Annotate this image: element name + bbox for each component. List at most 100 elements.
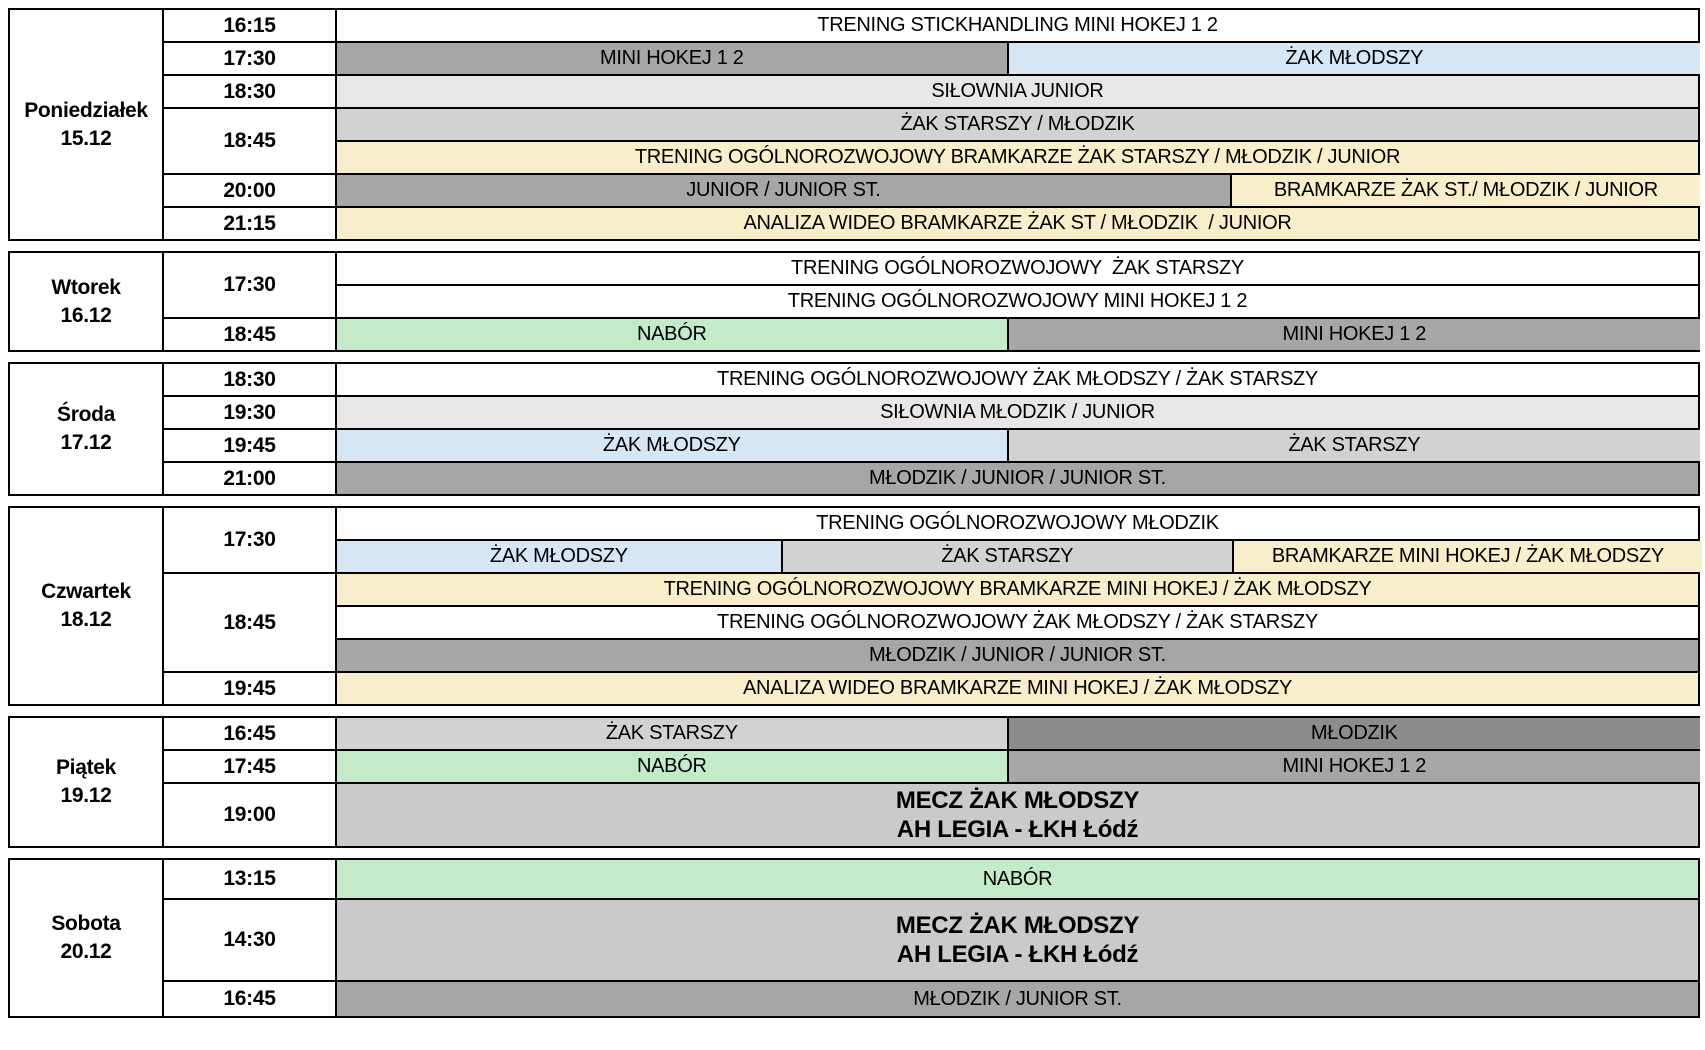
activity-text: ŻAK STARSZY bbox=[605, 722, 738, 744]
activity-row: TRENING OGÓLNOROZWOJOWY BRAMKARZE MINI H… bbox=[337, 574, 1698, 607]
time-label: 16:45 bbox=[164, 718, 337, 749]
activity-cell: ŻAK STARSZY bbox=[337, 718, 1009, 749]
time-label: 14:30 bbox=[164, 900, 337, 980]
time-label: 13:15 bbox=[164, 860, 337, 898]
activity-cell: TRENING OGÓLNOROZWOJOWY ŻAK MŁODSZY / ŻA… bbox=[337, 607, 1698, 638]
activity-cell: TRENING OGÓLNOROZWOJOWY BRAMKARZE MINI H… bbox=[337, 574, 1698, 605]
activity-cell: TRENING OGÓLNOROZWOJOWY MŁODZIK bbox=[337, 508, 1698, 539]
activity-cell: ŻAK STARSZY / MŁODZIK bbox=[337, 109, 1698, 140]
time-label: 21:00 bbox=[164, 463, 337, 494]
activity-text: TRENING OGÓLNOROZWOJOWY ŻAK MŁODSZY / ŻA… bbox=[717, 611, 1318, 633]
activity-cell: ŻAK STARSZY bbox=[1008, 430, 1700, 461]
time-label: 19:45 bbox=[164, 673, 337, 704]
activity-text: ANALIZA WIDEO BRAMKARZE ŻAK ST / MŁODZIK… bbox=[743, 212, 1292, 234]
activity-cell: SIŁOWNIA JUNIOR bbox=[337, 76, 1698, 107]
slot-activities: MŁODZIK / JUNIOR ST. bbox=[337, 982, 1698, 1016]
day-date: 17.12 bbox=[60, 431, 112, 454]
activity-cell: ANALIZA WIDEO BRAMKARZE MINI HOKEJ / ŻAK… bbox=[337, 673, 1698, 704]
activity-cell: MINI HOKEJ 1 2 bbox=[1008, 319, 1700, 350]
activity-cell: TRENING OGÓLNOROZWOJOWY ŻAK STARSZY bbox=[337, 253, 1698, 284]
activity-cell: TRENING OGÓLNOROZWOJOWY BRAMKARZE ŻAK ST… bbox=[337, 142, 1698, 173]
time-label: 18:30 bbox=[164, 76, 337, 107]
activity-text: BRAMKARZE ŻAK ST./ MŁODZIK / JUNIOR bbox=[1273, 179, 1658, 201]
activity-text: SIŁOWNIA JUNIOR bbox=[931, 80, 1104, 102]
activity-cell: MŁODZIK / JUNIOR / JUNIOR ST. bbox=[337, 463, 1698, 494]
activity-text: TRENING OGÓLNOROZWOJOWY MINI HOKEJ 1 2 bbox=[787, 290, 1248, 312]
activity-text: NABÓR bbox=[636, 755, 707, 777]
activity-cell: ŻAK MŁODSZY bbox=[1008, 43, 1700, 74]
activity-text-line: AH LEGIA - ŁKH Łódź bbox=[896, 816, 1139, 843]
activity-text: SIŁOWNIA MŁODZIK / JUNIOR bbox=[880, 401, 1155, 423]
time-label: 19:30 bbox=[164, 397, 337, 428]
slot-activities: ŻAK STARSZY MŁODZIK bbox=[337, 718, 1700, 749]
activity-text-line: AH LEGIA - ŁKH Łódź bbox=[896, 941, 1139, 968]
time-label: 20:00 bbox=[164, 175, 337, 206]
time-slot-18-30: 18:30 SIŁOWNIA JUNIOR bbox=[164, 76, 1698, 109]
time-label: 18:45 bbox=[164, 109, 337, 173]
activity-cell: NABÓR bbox=[337, 860, 1698, 898]
activity-row: TRENING OGÓLNOROZWOJOWY ŻAK MŁODSZY / ŻA… bbox=[337, 364, 1698, 395]
time-label: 18:45 bbox=[164, 574, 337, 671]
activity-text: MINI HOKEJ 1 2 bbox=[1282, 323, 1427, 345]
activity-row: ANALIZA WIDEO BRAMKARZE ŻAK ST / MŁODZIK… bbox=[337, 208, 1698, 239]
activity-text: TRENING OGÓLNOROZWOJOWY ŻAK STARSZY bbox=[791, 257, 1244, 279]
day-name: Piątek bbox=[55, 756, 117, 779]
activity-cell: MŁODZIK / JUNIOR ST. bbox=[337, 982, 1698, 1016]
activity-cell: ŻAK MŁODSZY bbox=[337, 430, 1009, 461]
activity-text: MINI HOKEJ 1 2 bbox=[599, 47, 744, 69]
activity-text: NABÓR bbox=[636, 323, 707, 345]
activity-cell: BRAMKARZE MINI HOKEJ / ŻAK MŁODSZY bbox=[1233, 541, 1702, 572]
activity-row: TRENING OGÓLNOROZWOJOWY ŻAK STARSZY bbox=[337, 253, 1698, 286]
time-label: 17:30 bbox=[164, 43, 337, 74]
slot-activities: TRENING STICKHANDLING MINI HOKEJ 1 2 bbox=[337, 10, 1698, 41]
activity-text: MŁODZIK bbox=[1310, 722, 1398, 744]
activity-row: SIŁOWNIA MŁODZIK / JUNIOR bbox=[337, 397, 1698, 428]
activity-cell: SIŁOWNIA MŁODZIK / JUNIOR bbox=[337, 397, 1698, 428]
activity-row: ŻAK STARSZY MŁODZIK bbox=[337, 718, 1700, 749]
day-date: 15.12 bbox=[60, 126, 112, 150]
activity-row: JUNIOR / JUNIOR ST.BRAMKARZE ŻAK ST./ MŁ… bbox=[337, 175, 1700, 206]
slot-activities: MŁODZIK / JUNIOR / JUNIOR ST. bbox=[337, 463, 1698, 494]
activity-row: MŁODZIK / JUNIOR ST. bbox=[337, 982, 1698, 1016]
time-label: 16:15 bbox=[164, 10, 337, 41]
activity-row: TRENING OGÓLNOROZWOJOWY MŁODZIK bbox=[337, 508, 1698, 541]
activity-cell: MINI HOKEJ 1 2 bbox=[1008, 751, 1700, 782]
activity-text: TRENING OGÓLNOROZWOJOWY MŁODZIK bbox=[816, 512, 1219, 534]
activity-row: NABÓR MINI HOKEJ 1 2 bbox=[337, 319, 1700, 350]
activity-cell: TRENING OGÓLNOROZWOJOWY MINI HOKEJ 1 2 bbox=[337, 286, 1698, 317]
activity-text: BRAMKARZE MINI HOKEJ / ŻAK MŁODSZY bbox=[1271, 545, 1664, 567]
activity-text: TRENING OGÓLNOROZWOJOWY BRAMKARZE ŻAK ST… bbox=[634, 146, 1401, 168]
day-name: Wtorek bbox=[51, 275, 121, 299]
activity-cell: NABÓR bbox=[337, 319, 1009, 350]
slot-activities: SIŁOWNIA JUNIOR bbox=[337, 76, 1698, 107]
slot-activities: TRENING OGÓLNOROZWOJOWY ŻAK MŁODSZY / ŻA… bbox=[337, 364, 1698, 395]
activity-cell: MŁODZIK / JUNIOR / JUNIOR ST. bbox=[337, 640, 1698, 671]
activity-text: MŁODZIK / JUNIOR / JUNIOR ST. bbox=[869, 467, 1166, 489]
